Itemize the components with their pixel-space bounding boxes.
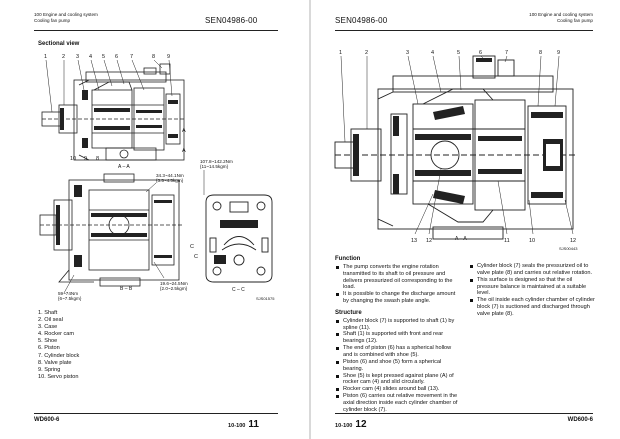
right-callout-4: 4	[431, 50, 434, 56]
left-section-cc: C – C	[232, 287, 245, 293]
left-callout-9b: 9	[84, 156, 87, 162]
right-header-rule	[335, 30, 593, 31]
structure-item: The end of piston (6) has a spherical ho…	[335, 345, 461, 359]
parts-list-item: 9. Spring	[38, 366, 61, 373]
right-callout-6: 6	[479, 50, 482, 56]
function-heading: Function	[335, 256, 361, 262]
right-callout-3: 3	[406, 50, 409, 56]
left-header-section: 100 Engine and cooling system Cooling fa…	[34, 12, 98, 23]
left-callout-10: 10	[70, 156, 76, 162]
cooling-fan-pump-drawing: 1 2 3 4 5 6 7 8 9 13 12 A – A 11 10 12 S…	[334, 50, 578, 251]
parts-list-item: 8. Valve plate	[38, 359, 72, 366]
structure-item: Shaft (1) is supported with front and re…	[335, 331, 461, 345]
left-section-aa: A – A	[118, 164, 130, 170]
parts-list-item: 1. Shaft	[38, 310, 58, 316]
structure-item: Rocker cam (4) slides around ball (13).	[335, 386, 461, 393]
structure-item: Cylinder block (7) is supported to shaft…	[335, 318, 461, 332]
right-callout-7: 7	[505, 50, 508, 56]
left-callout-2: 2	[62, 54, 65, 60]
left-callout-7: 7	[130, 54, 133, 60]
parts-list-item: 3. Case	[38, 324, 58, 331]
torque-label-3a: 59~74Nm	[58, 291, 78, 296]
parts-list-item: 6. Piston	[38, 345, 60, 352]
left-footer-rule	[34, 413, 278, 414]
structure-item: Cylinder block (7) seals the pressurized…	[469, 263, 595, 277]
right-callout-2: 2	[365, 50, 368, 56]
left-callout-5: 5	[102, 54, 105, 60]
right-callout-11: 11	[504, 238, 510, 244]
right-callout-5: 5	[457, 50, 460, 56]
left-drawing-ref: SJS01575	[256, 296, 275, 301]
parts-list: 1. Shaft 2. Oil seal 3. Case 4. Rocker c…	[38, 310, 79, 381]
left-label-a-top: A	[182, 128, 186, 134]
left-label-c-right: C	[194, 254, 198, 260]
parts-list-item: 5. Shoe	[38, 338, 58, 345]
left-label-a-bottom: A	[182, 148, 186, 154]
right-drawing-ref: SJS00443	[559, 246, 578, 251]
left-footer-model: WD600-6	[34, 417, 60, 423]
structure-item: Shoe (5) is kept pressed against plane (…	[335, 373, 461, 387]
left-callout-9: 9	[167, 54, 170, 60]
right-footer-rule	[335, 413, 593, 414]
function-structure-column: Function The pump converts the engine ro…	[335, 256, 461, 414]
left-callout-8: 8	[152, 54, 155, 60]
left-callout-4: 4	[89, 54, 92, 60]
torque-label-1b: {3.5~4.5kgm}	[156, 178, 184, 183]
structure-item: This surface is designed so that the oil…	[469, 277, 595, 298]
torque-label-4b: {2.0~2.5kgm}	[160, 286, 188, 291]
parts-list-item: 10. Servo piston	[38, 373, 79, 380]
function-item: The pump converts the engine rotation tr…	[335, 264, 461, 291]
left-callout-1: 1	[44, 54, 47, 60]
left-header-rule	[34, 30, 278, 31]
torque-label-3b: {6~7.5kgm}	[58, 296, 82, 301]
structure-heading: Structure	[335, 309, 362, 316]
parts-list-item: 7. Cylinder block	[38, 352, 80, 359]
sectional-view-title: Sectional view	[38, 41, 80, 47]
structure-column-right: Cylinder block (7) seals the pressurized…	[469, 263, 595, 318]
function-item: It is possible to change the discharge a…	[335, 291, 461, 305]
structure-item: Piston (6) and shoe (5) form a spherical…	[335, 359, 461, 373]
left-callout-8b: 8	[96, 156, 99, 162]
right-section-aa: A – A	[455, 236, 467, 242]
left-label-c-left: C	[190, 244, 194, 250]
left-page: 100 Engine and cooling system Cooling fa…	[0, 0, 309, 439]
right-callout-9: 9	[557, 50, 560, 56]
torque-label-1a: 34.3~44.1Nm	[156, 173, 184, 178]
structure-item: Piston (6) carries out relative movement…	[335, 393, 461, 414]
right-callout-12a: 12	[426, 238, 432, 244]
right-callout-10: 10	[529, 238, 535, 244]
parts-list-item: 2. Oil seal	[38, 317, 63, 324]
right-callout-12b: 12	[570, 238, 576, 244]
left-section-bb: B – B	[120, 286, 133, 292]
right-header-section: 100 Engine and cooling system Cooling fa…	[529, 12, 593, 23]
right-callout-1: 1	[339, 50, 342, 56]
torque-label-4a: 19.6~24.5Nm	[160, 281, 188, 286]
sectional-view-drawing: 1 2 3 4 5 6 7 8 9 10 9 8 A – A A A	[39, 54, 275, 301]
left-callout-6: 6	[115, 54, 118, 60]
left-header-code: SEN04986-00	[205, 16, 258, 25]
parts-list-item: 4. Rocker cam	[38, 331, 75, 338]
left-callout-3: 3	[76, 54, 79, 60]
right-callout-13: 13	[411, 238, 417, 244]
right-footer-model: WD600-6	[567, 417, 593, 423]
torque-label-2a: 107.8~142.2Nm	[200, 159, 233, 164]
right-header-code: SEN04986-00	[335, 16, 388, 25]
right-callout-8: 8	[539, 50, 542, 56]
torque-label-2b: {11~14.5kgm}	[200, 164, 229, 169]
structure-item: The oil inside each cylinder chamber of …	[469, 297, 595, 318]
right-page: SEN04986-00 100 Engine and cooling syste…	[311, 0, 620, 439]
